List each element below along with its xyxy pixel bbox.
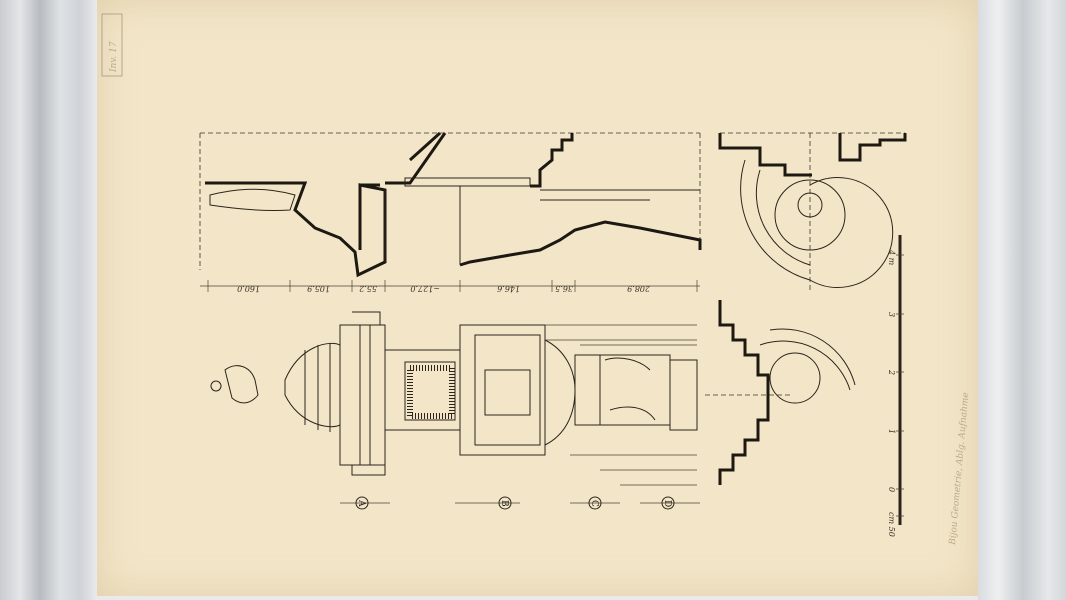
dimension-label: ~127.0 — [410, 284, 440, 293]
upper-section-plan — [199, 131, 702, 278]
section-label-a: A — [356, 499, 366, 507]
scale-tick-label: 4 m — [887, 249, 896, 266]
section-label-b: B — [499, 500, 509, 507]
scale-tick-label: 2 — [887, 369, 896, 375]
section-label-c: C — [589, 500, 599, 507]
dimension-label: 160.0 — [237, 284, 260, 293]
archive-stamp: Inv. 17 — [101, 13, 123, 77]
drawing-sheet — [97, 0, 978, 596]
plan-views — [705, 132, 907, 485]
dimension-label: 55.2 — [359, 284, 377, 293]
dimension-line: 160.0 105.9 55.2 ~127.0 146.6 36.5 208.9 — [200, 280, 700, 293]
scale-bar: 4 m 3 2 1 0 cm 50 — [887, 235, 904, 537]
dimension-label: 208.9 — [627, 284, 651, 293]
pencil-note: Bijou Geometrie, Ablg. Aufnahme — [948, 392, 971, 546]
section-markers: A B C D — [340, 496, 700, 510]
dimension-label: 105.9 — [307, 284, 330, 293]
background-right — [978, 0, 1066, 600]
section-label-d: D — [662, 500, 672, 507]
dimension-label: 36.5 — [555, 284, 573, 293]
scale-tick-label: 1 — [887, 429, 896, 434]
dimension-label: 146.6 — [497, 284, 520, 293]
elevation-drawing — [210, 311, 698, 486]
scale-tick-label: 0 — [887, 487, 896, 492]
archive-stamp-text: Inv. 17 — [109, 41, 119, 73]
scale-unit-label: cm 50 — [887, 512, 896, 537]
scale-tick-label: 3 — [887, 312, 896, 317]
